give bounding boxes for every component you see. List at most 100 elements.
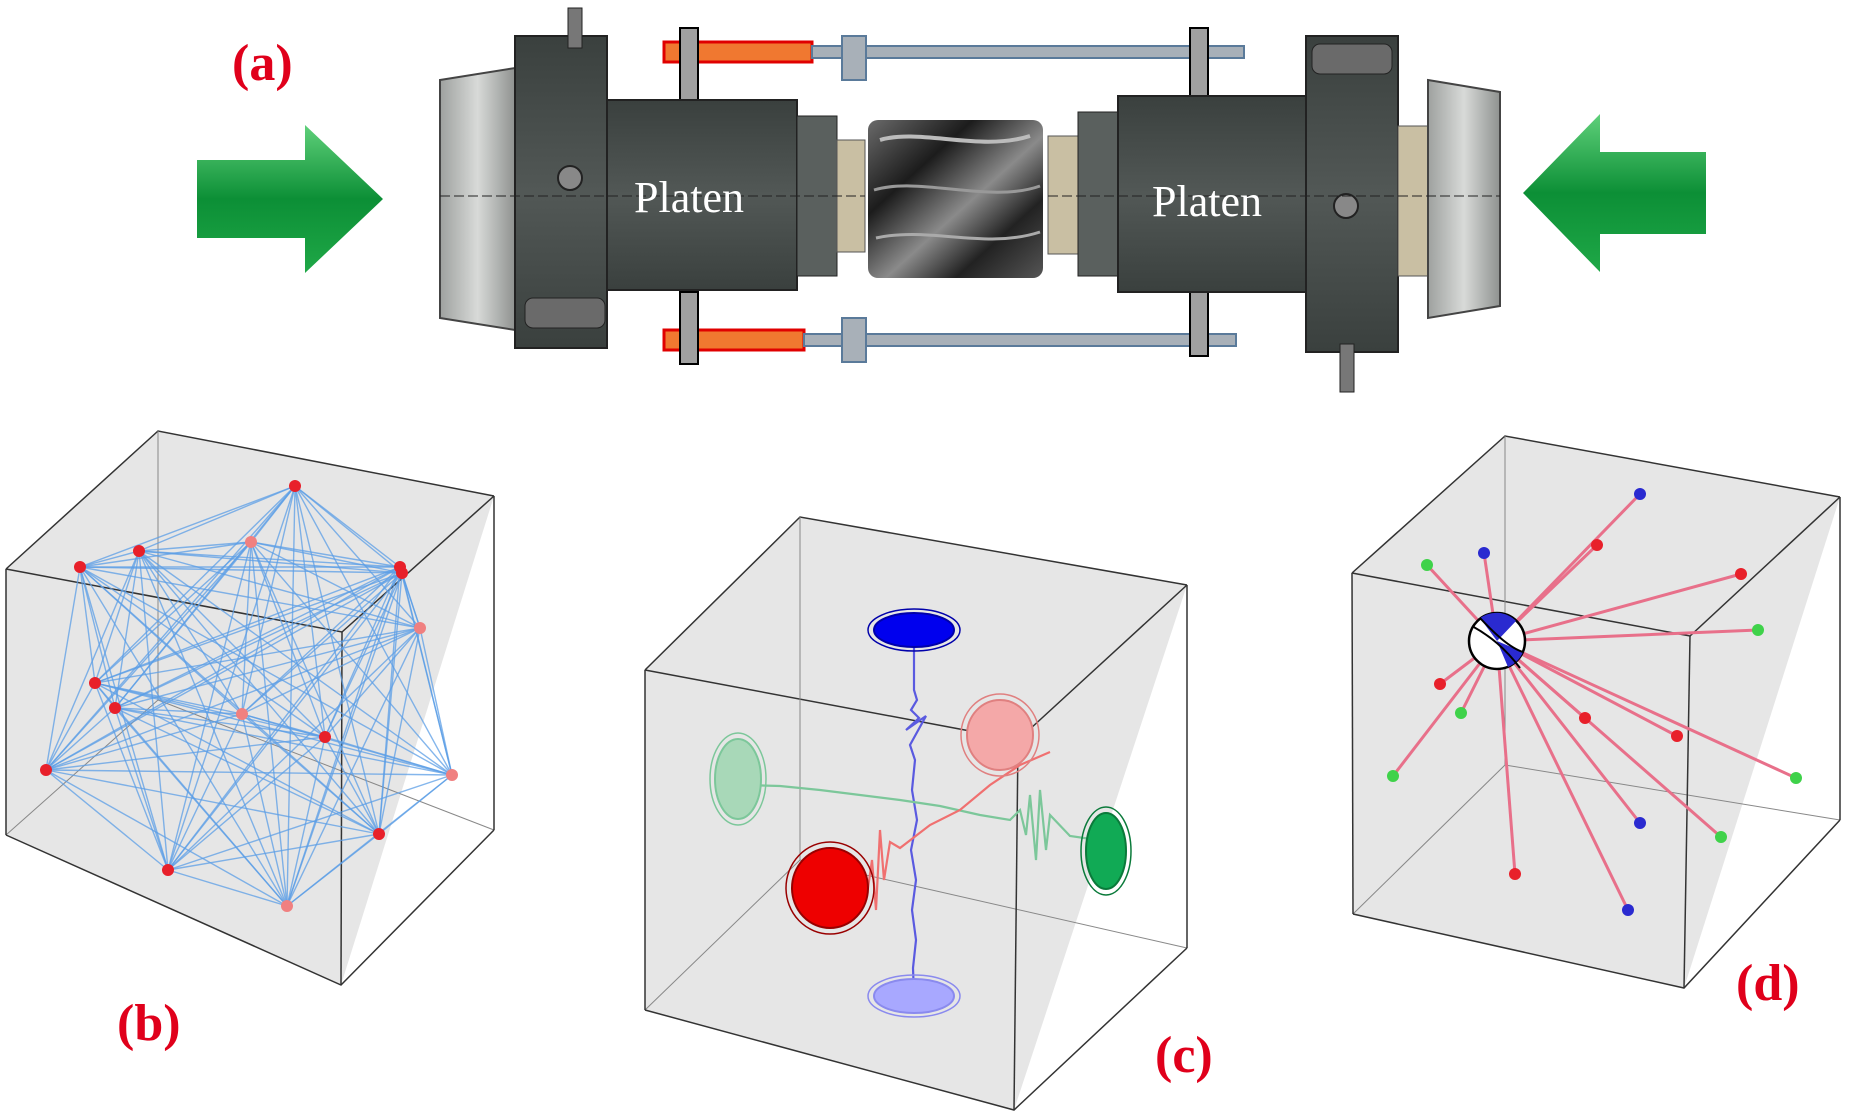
ray-path — [138, 550, 403, 574]
station-dot — [1634, 817, 1646, 829]
panel-label-c: (c) — [1155, 1027, 1213, 1084]
left-platen — [439, 7, 866, 349]
station-dot — [1622, 904, 1634, 916]
station-dot — [1579, 712, 1591, 724]
green-right-sensor — [1080, 806, 1132, 896]
sensor-dot — [236, 708, 248, 720]
station-dot — [1455, 707, 1467, 719]
left-arrow-icon — [1523, 114, 1706, 272]
ray-path — [241, 627, 421, 715]
ray-path — [94, 485, 296, 684]
ray-path — [45, 541, 252, 771]
ray-path — [138, 550, 380, 835]
green-left-sensor — [709, 732, 767, 826]
green-horizontal-waveform — [744, 783, 1113, 861]
ray-path — [45, 566, 81, 771]
ray-path — [79, 566, 421, 629]
source-ray — [1496, 639, 1678, 738]
sensor-dot — [133, 545, 145, 557]
ray-path — [45, 769, 380, 835]
ray-path — [114, 572, 403, 709]
ray-path — [45, 572, 403, 771]
ray-path — [250, 541, 401, 568]
top-tubes — [662, 27, 1245, 101]
ray-path — [79, 541, 252, 568]
ray-path — [114, 707, 288, 907]
panel-label-d: (d) — [1736, 955, 1800, 1012]
ray-path — [94, 627, 421, 684]
platen-right-label: Platen — [1152, 177, 1262, 226]
source-ray — [1496, 628, 1759, 643]
blue-vertical-waveform — [905, 632, 927, 996]
platen-left-label: Platen — [634, 173, 744, 222]
red-front-sensor — [785, 841, 875, 935]
ray-path — [250, 541, 421, 629]
ray-path — [79, 566, 326, 738]
ray-path — [45, 682, 96, 771]
ray-paths — [45, 485, 453, 907]
ray-path — [138, 550, 421, 629]
ray-path — [79, 566, 96, 684]
ray-path — [250, 541, 326, 738]
ray-path — [138, 550, 243, 715]
ray-path — [138, 541, 252, 552]
ray-path — [167, 572, 403, 871]
ray-path — [167, 566, 401, 871]
station-dot — [1478, 547, 1490, 559]
ray-path — [94, 682, 453, 776]
ray-path — [79, 485, 296, 568]
ray-path — [138, 550, 453, 776]
sensor-dot — [40, 764, 52, 776]
red-diagonal-waveform — [859, 750, 1051, 911]
ray-path — [45, 736, 326, 771]
station-dot — [1509, 868, 1521, 880]
sensor-dot — [414, 622, 426, 634]
ray-path — [399, 566, 453, 776]
sensor-dot — [74, 561, 86, 573]
sensor-dot — [446, 769, 458, 781]
ray-path — [286, 627, 421, 907]
ray-path — [79, 566, 453, 776]
source-ray — [1496, 639, 1722, 839]
ray-path — [114, 566, 401, 709]
station-dot — [1790, 772, 1802, 784]
ray-path — [286, 566, 401, 907]
ray-path — [79, 550, 140, 568]
sensor-dot — [394, 561, 406, 573]
ray-path — [250, 541, 403, 574]
ray-path — [94, 682, 380, 835]
ray-path — [138, 550, 288, 907]
ray-path — [241, 572, 403, 715]
panel-label-b: (b) — [117, 995, 181, 1052]
ray-path — [250, 541, 453, 776]
ray-path — [324, 566, 401, 738]
ray-path — [294, 485, 401, 568]
blue-bottom-sensor — [867, 974, 961, 1018]
sensor-dot — [289, 480, 301, 492]
rock-specimen — [868, 120, 1043, 278]
station-dot — [1671, 730, 1683, 742]
ray-path — [167, 833, 380, 871]
ray-path — [167, 869, 288, 907]
source-ray — [1495, 640, 1517, 875]
ray-path — [79, 566, 116, 709]
source-ray — [1495, 640, 1642, 824]
ray-path — [167, 736, 326, 871]
ray-path — [94, 566, 401, 684]
ray-path — [286, 833, 380, 907]
ray-path — [241, 485, 296, 715]
sensor-dot — [109, 702, 121, 714]
ray-path — [419, 627, 453, 776]
panel-a: (a) — [197, 7, 1706, 393]
sensor-dot — [373, 828, 385, 840]
sensor-dot — [89, 677, 101, 689]
ray-path — [45, 627, 421, 771]
station-dot — [1752, 624, 1764, 636]
station-dot — [1434, 678, 1446, 690]
ray-path — [45, 769, 288, 907]
ray-path — [45, 713, 243, 771]
station-dot — [1735, 568, 1747, 580]
red-back-sensor — [960, 693, 1040, 777]
ray-path — [167, 627, 421, 871]
